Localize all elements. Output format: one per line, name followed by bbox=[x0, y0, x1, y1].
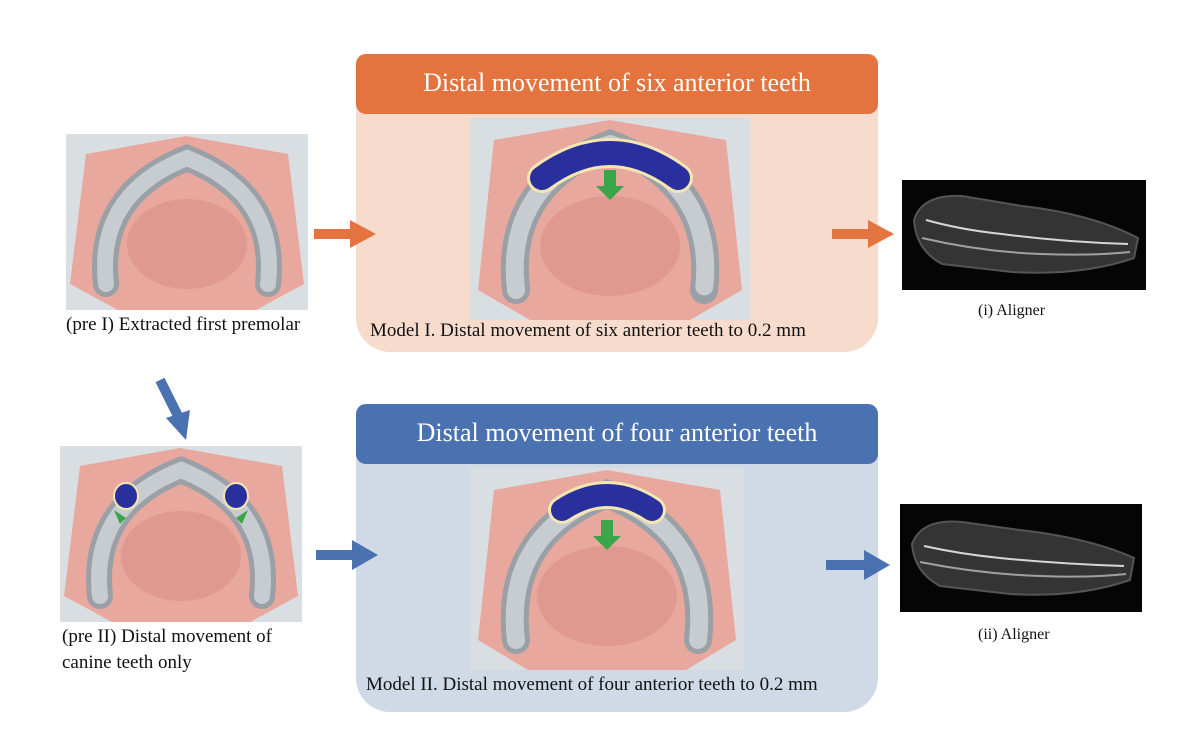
pre-i-jaw-image bbox=[66, 134, 308, 310]
arrow-right-icon bbox=[826, 550, 890, 580]
aligner-ii-image bbox=[900, 504, 1142, 612]
model-i-caption: Model I. Distal movement of six anterior… bbox=[370, 320, 806, 341]
arrow-right-icon bbox=[832, 220, 894, 248]
arrow-right-icon bbox=[316, 540, 378, 570]
arrow-down-icon bbox=[155, 377, 190, 440]
aligner-i-caption: (i) Aligner bbox=[978, 302, 1046, 319]
jaw-illustration bbox=[478, 120, 742, 320]
model-i-header: Distal movement of six anterior teeth bbox=[356, 54, 878, 114]
jaw-illustration bbox=[70, 136, 304, 310]
arrow-right-icon bbox=[314, 220, 376, 248]
pre-ii-caption-line1: (pre II) Distal movement of bbox=[62, 626, 272, 647]
pre-ii-jaw-image bbox=[60, 446, 302, 622]
pre-i-caption: (pre I) Extracted first premolar bbox=[66, 314, 301, 335]
jaw-illustration bbox=[64, 448, 298, 622]
jaw-illustration bbox=[478, 470, 736, 670]
model-ii-header: Distal movement of four anterior teeth bbox=[356, 404, 878, 464]
aligner-illustration bbox=[910, 520, 1136, 596]
model-ii-caption: Model II. Distal movement of four anteri… bbox=[366, 674, 818, 695]
model-i-jaw-image bbox=[470, 118, 750, 320]
model-ii-panel: Distal movement of four anterior teeth bbox=[356, 404, 878, 712]
model-ii-jaw-image bbox=[470, 468, 744, 670]
aligner-illustration bbox=[912, 194, 1140, 274]
pre-ii-caption-line2: canine teeth only bbox=[62, 652, 192, 673]
aligner-i-image bbox=[902, 180, 1146, 290]
aligner-ii-caption: (ii) Aligner bbox=[978, 626, 1050, 643]
